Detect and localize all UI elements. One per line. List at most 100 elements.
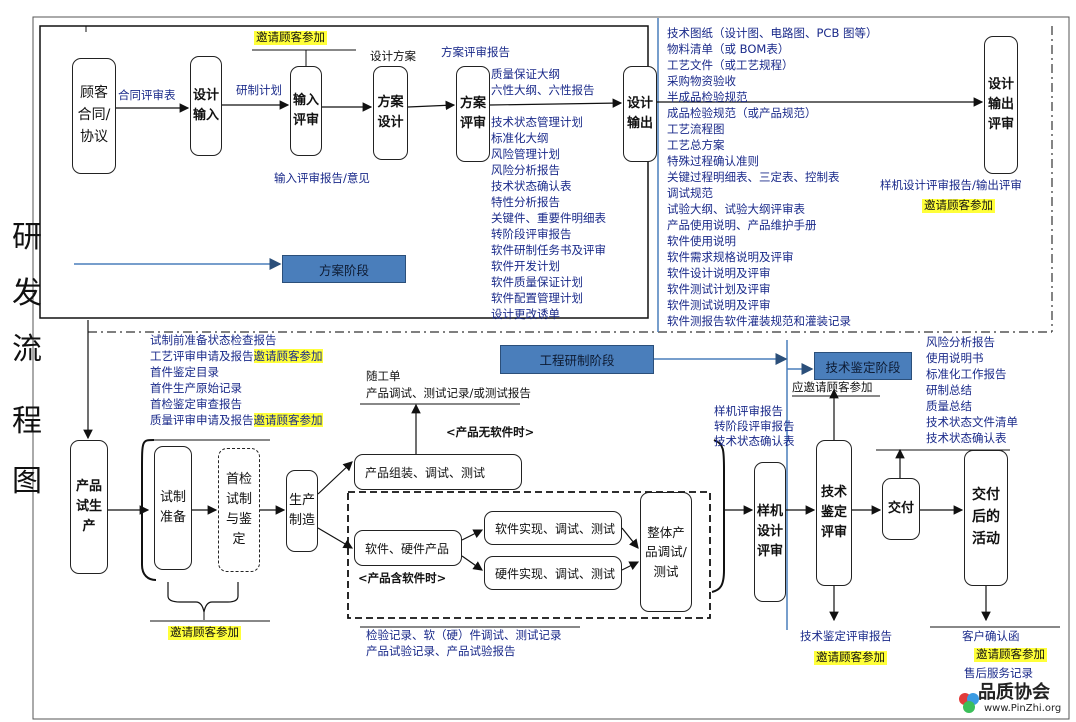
doc-item: 产品使用说明、产品维护手册 xyxy=(667,218,817,232)
doc-item: 转阶段评审报告 xyxy=(714,419,795,433)
debug-records-label: 产品调试、测试记录/或测试报告 xyxy=(366,386,531,400)
trial-item: 质量评审申请及报告邀请顾客参加 xyxy=(150,413,323,427)
invite-customer-output: 邀请顾客参加 xyxy=(922,198,995,213)
doc-item: 质量总结 xyxy=(926,399,972,413)
doc-item: 技术状态确认表 xyxy=(491,179,572,193)
doc-item: 标准化工作报告 xyxy=(926,367,1007,381)
customer-confirm-label: 客户确认函 xyxy=(962,629,1020,643)
overall-debug-box: 整体产品调试/测试 xyxy=(640,492,692,612)
assembly-box: 产品组装、调试、测试 xyxy=(354,454,522,490)
doc-item: 软件测报告软件灌装规范和灌装记录 xyxy=(667,314,851,328)
doc-item: 特殊过程确认准则 xyxy=(667,154,759,168)
doc-item: 软件配置管理计划 xyxy=(491,291,583,305)
doc-item: 半成品检验规范 xyxy=(667,90,748,104)
inspection-records-1: 检验记录、软（硬）件调试、测试记录 xyxy=(366,628,562,642)
doc-item: 样机评审报告 xyxy=(714,404,783,418)
scheme-review-report-label: 方案评审报告 xyxy=(441,45,510,59)
doc-item: 软件质量保证计划 xyxy=(491,275,583,289)
scheme-design-label: 设计方案 xyxy=(370,49,416,63)
dev-plan-label: 研制计划 xyxy=(236,83,282,97)
doc-item: 成品检验规范（或产品规范） xyxy=(667,106,817,120)
appraisal-doc-list: 风险分析报告 使用说明书 标准化工作报告 研制总结 质量总结 技术状态文件清单 … xyxy=(926,334,1018,446)
trial-prep-box: 试制准备 xyxy=(154,446,192,570)
doc-item: 转阶段评审报告 xyxy=(491,227,572,241)
doc-item: 调试规范 xyxy=(667,186,713,200)
doc-item: 工艺总方案 xyxy=(667,138,725,152)
trial-item: 首件生产原始记录 xyxy=(150,381,242,395)
design-input-box: 设计输入 xyxy=(190,56,222,156)
doc-item xyxy=(491,98,606,114)
sample-review-doc-list: 样机评审报告 转阶段评审报告 技术状态确认表 xyxy=(714,404,795,449)
doc-item: 软件设计说明及评审 xyxy=(667,266,771,280)
trial-item: 首件鉴定目录 xyxy=(150,365,219,379)
phase-appraisal: 技术鉴定阶段 xyxy=(814,352,912,380)
doc-item: 质量保证大纲 xyxy=(491,67,560,81)
input-review-box: 输入评审 xyxy=(290,66,322,156)
doc-item: 工艺文件（或工艺规程） xyxy=(667,58,794,72)
no-software-label: <产品无软件时> xyxy=(446,425,535,439)
sample-review-report-label: 样机设计评审报告/输出评审 xyxy=(880,178,1022,192)
trial-item: 工艺评审申请及报告邀请顾客参加 xyxy=(150,349,323,363)
title-char-4: 程 xyxy=(12,404,42,439)
phase-scheme: 方案阶段 xyxy=(282,255,406,283)
after-sales-label: 售后服务记录 xyxy=(964,666,1033,680)
doc-item: 软件研制任务书及评审 xyxy=(491,243,606,257)
doc-item: 设计更改诱单 xyxy=(491,307,560,321)
appraisal-report-label: 技术鉴定评审报告 xyxy=(800,629,892,643)
doc-item: 关键件、重要件明细表 xyxy=(491,211,606,225)
sw-hw-product-box: 软件、硬件产品 xyxy=(354,530,462,566)
invite-appraisal-2: 邀请顾客参加 xyxy=(814,650,887,665)
doc-item: 风险管理计划 xyxy=(491,147,560,161)
doc-item: 软件测试说明及评审 xyxy=(667,298,771,312)
watermark: 品质协会 www.PinZhi.org xyxy=(956,676,1066,718)
scheme-design-box: 方案设计 xyxy=(373,66,408,160)
invite-confirm-label: 邀请顾客参加 xyxy=(974,647,1047,662)
invite-customer-top: 邀请顾客参加 xyxy=(254,30,327,45)
doc-item: 工艺流程图 xyxy=(667,122,725,136)
doc-item: 试验大纲、试验大纲评审表 xyxy=(667,202,805,216)
phase-engineering: 工程研制阶段 xyxy=(500,345,654,374)
output-review-box: 设计输出评审 xyxy=(984,36,1018,174)
doc-item: 特性分析报告 xyxy=(491,195,560,209)
inspection-records-2: 产品试验记录、产品试验报告 xyxy=(366,644,516,658)
invite-customer-bottom-left: 邀请顾客参加 xyxy=(168,625,241,640)
sample-review-box: 样机设计评审 xyxy=(754,462,786,602)
doc-item: 技术状态确认表 xyxy=(926,431,1007,445)
doc-item: 软件开发计划 xyxy=(491,259,560,273)
logo-icon xyxy=(959,693,979,713)
first-article-box: 首检试制与鉴定 xyxy=(218,448,260,572)
trial-item: 试制前准备状态检查报告 xyxy=(150,333,277,347)
doc-item: 关键过程明细表、三定表、控制表 xyxy=(667,170,840,184)
doc-item: 软件需求规格说明及评审 xyxy=(667,250,794,264)
scheme-review-box: 方案评审 xyxy=(456,66,490,162)
production-box: 生产制造 xyxy=(286,470,318,552)
doc-item: 技术图纸（设计图、电路图、PCB 图等） xyxy=(667,26,878,40)
doc-item: 风险分析报告 xyxy=(491,163,560,177)
with-software-label: <产品含软件时> xyxy=(358,571,447,585)
trial-production-box: 产品试生产 xyxy=(70,440,108,574)
doc-item: 研制总结 xyxy=(926,383,972,397)
contract-review-label: 合同评审表 xyxy=(118,88,176,102)
delivery-box: 交付 xyxy=(882,478,920,540)
doc-item: 使用说明书 xyxy=(926,351,984,365)
tech-appraisal-box: 技术鉴定评审 xyxy=(816,440,852,586)
doc-item: 软件测试计划及评审 xyxy=(667,282,771,296)
trial-doc-list: 试制前准备状态检查报告 工艺评审申请及报告邀请顾客参加 首件鉴定目录 首件生产原… xyxy=(150,332,323,428)
doc-item: 物料清单（或 BOM表） xyxy=(667,42,790,56)
hw-impl-box: 硬件实现、调试、测试 xyxy=(484,556,622,590)
invite-appraisal-label: 应邀请顾客参加 xyxy=(792,380,873,394)
watermark-brand: 品质协会 xyxy=(978,682,1050,703)
sw-impl-box: 软件实现、调试、测试 xyxy=(484,511,622,545)
doc-item: 技术状态管理计划 xyxy=(491,115,583,129)
title-char-5: 图 xyxy=(12,464,42,499)
title-char-3: 流 xyxy=(12,332,42,367)
title-char-1: 研 xyxy=(12,220,42,255)
doc-item: 六性大纲、六性报告 xyxy=(491,83,595,97)
doc-item: 风险分析报告 xyxy=(926,335,995,349)
doc-item: 技术状态确认表 xyxy=(714,434,795,448)
doc-item: 标准化大纲 xyxy=(491,131,549,145)
trial-item: 首检鉴定审查报告 xyxy=(150,397,242,411)
doc-item: 软件使用说明 xyxy=(667,234,736,248)
title-char-2: 发 xyxy=(12,276,42,311)
doc-item: 采购物资验收 xyxy=(667,74,736,88)
